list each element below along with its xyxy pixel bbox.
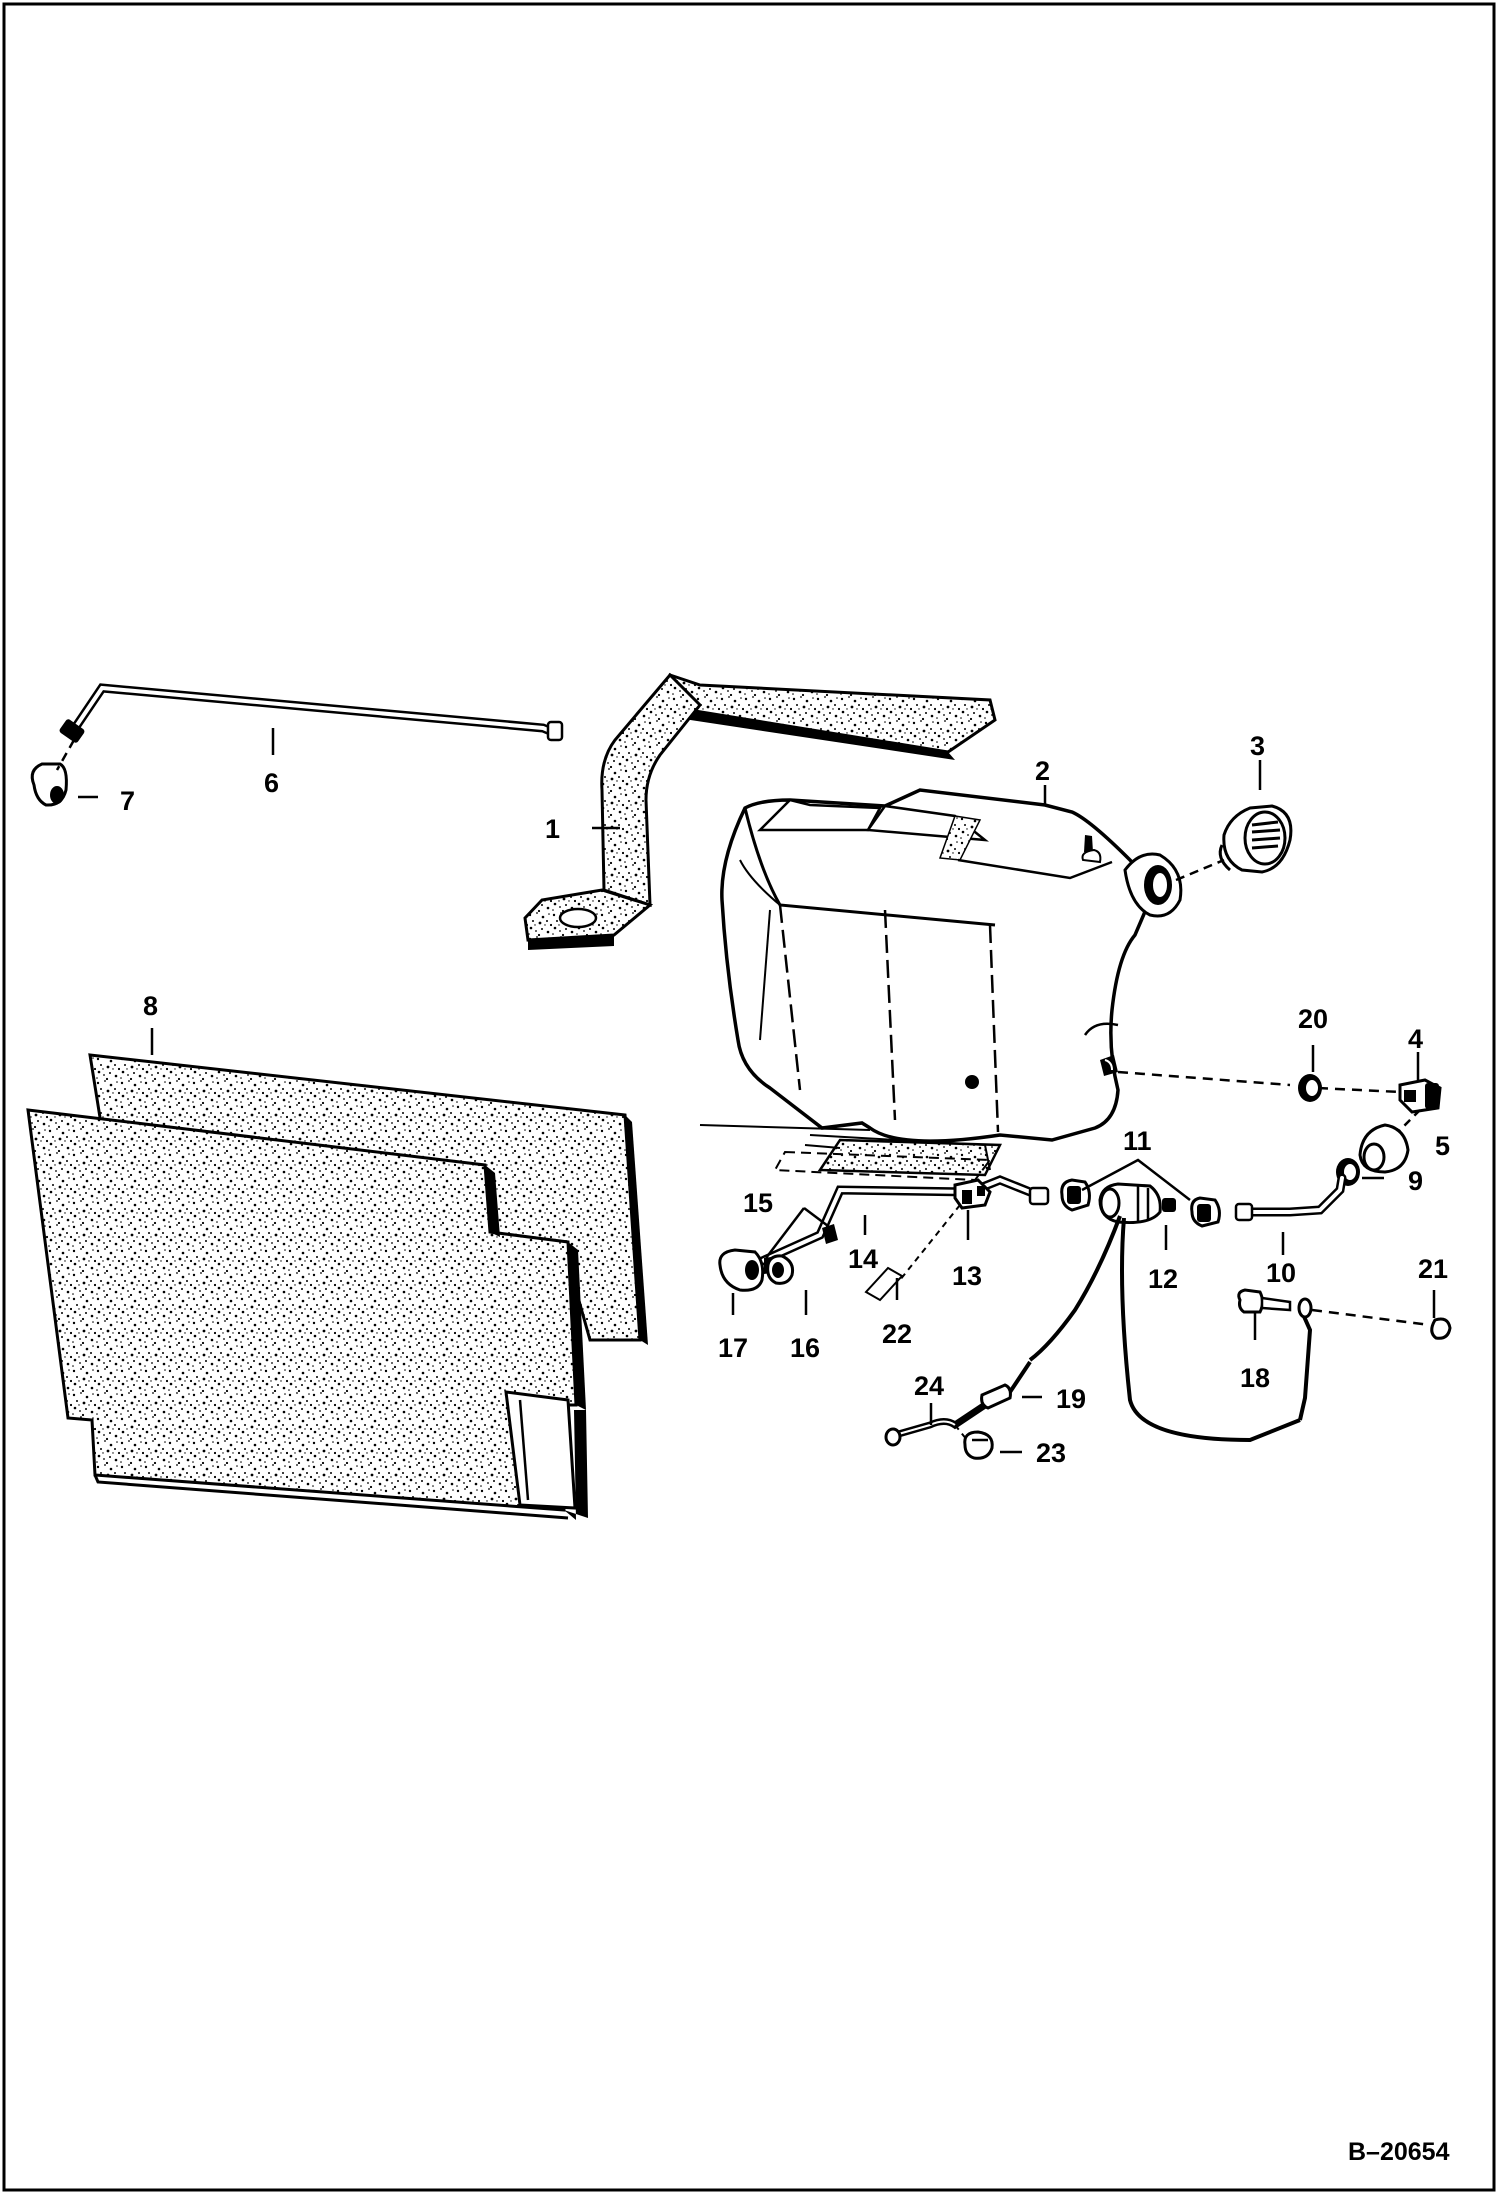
callout-11: 11 xyxy=(1123,1126,1152,1156)
part-1-bracket xyxy=(523,672,997,950)
wire-harness xyxy=(1028,1215,1313,1443)
callout-4: 4 xyxy=(1408,1024,1423,1054)
callout-22: 22 xyxy=(882,1319,912,1349)
part-3-cap xyxy=(1175,804,1293,882)
callout-6: 6 xyxy=(264,768,279,798)
callout-9: 9 xyxy=(1408,1166,1423,1196)
part-11-fittings xyxy=(1060,1158,1221,1228)
part-16-hose xyxy=(766,1254,794,1285)
part-14-tube xyxy=(755,1175,1050,1267)
part-2-tank xyxy=(699,788,1183,1182)
part-23-clip xyxy=(963,1430,994,1460)
part-17-fitting xyxy=(718,1248,765,1292)
part-10-tube xyxy=(1234,1173,1347,1222)
callout-15: 15 xyxy=(743,1188,773,1218)
part-8-pads xyxy=(26,1053,648,1520)
callout-21: 21 xyxy=(1418,1254,1448,1284)
part-19-connector xyxy=(980,1360,1032,1410)
part-12-sender xyxy=(1098,1182,1176,1224)
part-13-clamp xyxy=(953,1178,992,1210)
callout-19: 19 xyxy=(1056,1384,1086,1414)
callout-3: 3 xyxy=(1250,731,1265,761)
callout-12: 12 xyxy=(1148,1264,1178,1294)
callout-17: 17 xyxy=(718,1333,748,1363)
callout-2: 2 xyxy=(1035,756,1050,786)
callout-labels: 1 2 3 4 5 6 7 8 9 10 11 12 13 14 15 16 1… xyxy=(120,731,1450,1468)
callout-24: 24 xyxy=(914,1371,944,1401)
part-20-grommet xyxy=(1117,1070,1401,1102)
callout-10: 10 xyxy=(1266,1258,1296,1288)
part-18-bolt xyxy=(1237,1288,1292,1314)
callout-1: 1 xyxy=(545,814,560,844)
part-6-tube xyxy=(59,683,564,743)
part-21-nut xyxy=(1311,1308,1452,1340)
callout-7: 7 xyxy=(120,786,135,816)
part-5-fitting xyxy=(1358,1109,1421,1174)
callout-23: 23 xyxy=(1036,1438,1066,1468)
part-22-strap xyxy=(864,1204,961,1302)
leader-lines xyxy=(78,728,1436,1454)
figure-id: B–20654 xyxy=(1348,2138,1450,2166)
callout-5: 5 xyxy=(1435,1131,1450,1161)
callout-14: 14 xyxy=(848,1244,878,1274)
callout-20: 20 xyxy=(1298,1004,1328,1034)
callout-13: 13 xyxy=(952,1261,982,1291)
part-7-fitting xyxy=(30,739,76,807)
part-4-fitting xyxy=(1398,1078,1442,1114)
callout-16: 16 xyxy=(790,1333,820,1363)
callout-8: 8 xyxy=(143,991,158,1021)
callout-18: 18 xyxy=(1240,1363,1270,1393)
